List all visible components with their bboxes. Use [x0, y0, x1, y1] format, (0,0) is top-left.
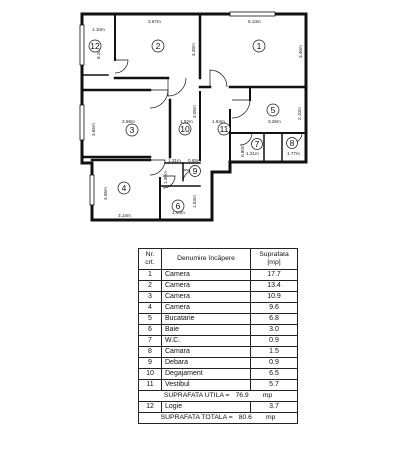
- room-number-labels: 1 2 3 4 5 6 7 8 9 10 11 12: [88, 39, 298, 213]
- dim-room1-width: 6.13m: [248, 19, 261, 24]
- svg-text:7: 7: [255, 139, 260, 149]
- dim-hall-width: 1.92m: [180, 119, 193, 124]
- room-area-table: Nr. crt. Denumire încăpere Suprafata [mp…: [138, 248, 298, 424]
- svg-text:11: 11: [220, 124, 229, 134]
- svg-text:2: 2: [156, 41, 161, 51]
- room-label-1: 1: [252, 39, 266, 53]
- door-room1: [209, 69, 228, 88]
- dim-vestibul-width: 1.84m: [212, 119, 225, 124]
- window-room3: [79, 104, 85, 141]
- header-area: Suprafata [mp]: [250, 248, 298, 270]
- dim-room6-depth: 1.53m: [192, 195, 197, 208]
- room-label-9: 9: [189, 165, 201, 177]
- svg-text:5: 5: [271, 105, 276, 115]
- total-area-row: SUPRAFATA TOTALA = 80.6 mp: [138, 412, 298, 424]
- room-label-10: 10: [178, 122, 192, 136]
- total-area-unit: mp: [265, 414, 276, 421]
- dim-small: 1.30m: [163, 171, 168, 184]
- usable-area-row: SUPRAFATA UTILA = 76.9 mp: [138, 390, 298, 402]
- door-room4: [149, 159, 166, 176]
- door-loggia: [114, 59, 129, 74]
- dim-debara-width: 1.31m: [168, 158, 181, 163]
- room-label-7: 7: [251, 138, 263, 150]
- dim-room4-width: 3.14m: [118, 213, 131, 218]
- room-label-3: 3: [125, 123, 139, 137]
- total-area-label: SUPRAFATA TOTALA =: [160, 414, 233, 421]
- dim-loggia-depth: 8.20m: [96, 46, 101, 59]
- door-room3: [149, 89, 169, 109]
- dim-wc-width: 1.21m: [246, 151, 259, 156]
- dim-hall-depth: 3.05m: [192, 105, 197, 118]
- doors: [114, 59, 303, 189]
- room-label-2: 2: [151, 39, 165, 53]
- window-room4: [89, 174, 95, 206]
- dim-kitchen-depth: 2.10m: [297, 107, 302, 120]
- total-area-value: 80.6: [238, 414, 252, 421]
- dim-loggia-width: 1.10m: [92, 27, 105, 32]
- svg-text:4: 4: [122, 183, 127, 193]
- table-header: Nr. crt. Denumire încăpere Suprafata [mp…: [138, 248, 298, 270]
- svg-text:8: 8: [290, 138, 295, 148]
- door-kitchen: [231, 99, 251, 119]
- dim-room6-width: 1.94m: [172, 210, 185, 215]
- svg-text:1: 1: [257, 41, 262, 51]
- usable-area-unit: mp: [262, 392, 273, 399]
- dim-bath-width: 1.77m: [287, 151, 300, 156]
- svg-text:10: 10: [180, 124, 190, 134]
- room-label-6: 6: [171, 199, 185, 213]
- svg-text:3: 3: [130, 125, 135, 135]
- dim-room4-depth: 3.06m: [103, 187, 108, 200]
- door-baie: [162, 175, 176, 189]
- header-nr: Nr. crt.: [138, 248, 162, 270]
- room-label-4: 4: [117, 181, 131, 195]
- dim-room2-width: 3.87m: [148, 19, 161, 24]
- room-label-5: 5: [266, 103, 280, 117]
- svg-text:12: 12: [90, 41, 100, 51]
- svg-text:9: 9: [193, 166, 198, 176]
- room-label-8: 8: [286, 137, 298, 149]
- usable-area-label: SUPRAFATA UTILA =: [163, 392, 230, 399]
- window-room1: [229, 11, 276, 17]
- usable-area-value: 76.9: [235, 392, 249, 399]
- dim-room3-depth: 3.65m: [91, 123, 96, 136]
- door-wc: [239, 132, 253, 146]
- dim-kitchen-width: 3.26m: [268, 119, 281, 124]
- floor-plan: 1.10m 8.20m 3.87m 3.48m 6.13m 3.46m 3.58…: [79, 11, 308, 222]
- windows: [79, 11, 276, 206]
- window-loggia: [79, 24, 85, 66]
- dim-room1-depth: 3.46m: [298, 45, 303, 58]
- room-label-12: 12: [88, 39, 102, 53]
- room-label-11: 11: [217, 122, 231, 136]
- dim-debara-depth: 0.65m: [188, 158, 201, 163]
- dim-wc-depth: 0.80m: [240, 144, 245, 157]
- svg-text:6: 6: [176, 201, 181, 211]
- header-name: Denumire încăpere: [161, 248, 251, 270]
- dim-room3-width: 3.58m: [122, 119, 135, 124]
- dimension-labels: 1.10m 8.20m 3.87m 3.48m 6.13m 3.46m 3.58…: [91, 19, 303, 218]
- door-room2: [167, 77, 187, 97]
- dim-room2-depth: 3.48m: [191, 43, 196, 56]
